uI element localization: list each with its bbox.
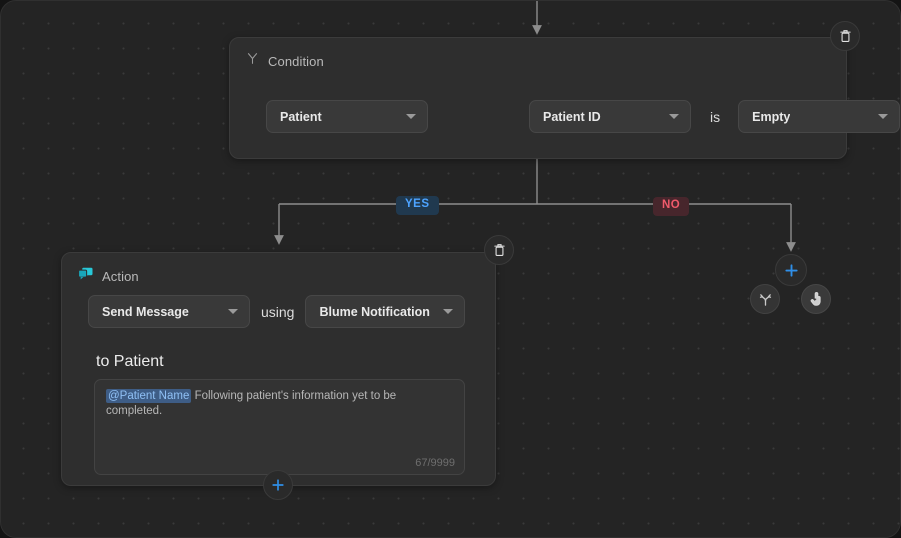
action-node[interactable]: Action Send Message using Blume Notifica…	[61, 252, 496, 486]
action-using-label: using	[261, 303, 295, 320]
chevron-down-icon	[406, 114, 416, 119]
condition-expression-row: Patient Patient ID is Empty	[266, 100, 900, 133]
condition-delete-button[interactable]	[830, 21, 860, 51]
action-type-value: Send Message	[102, 304, 189, 319]
condition-operator-value: Empty	[752, 109, 791, 124]
condition-entity-value: Patient	[280, 109, 322, 124]
branch-icon	[246, 52, 259, 70]
action-delete-button[interactable]	[484, 235, 514, 265]
condition-operator-label: is	[710, 108, 721, 125]
action-add-step-button[interactable]	[263, 470, 293, 500]
chevron-down-icon	[878, 114, 889, 119]
branch-label-yes: YES	[396, 196, 439, 215]
condition-header: Condition	[246, 52, 830, 70]
condition-field-value: Patient ID	[543, 109, 601, 124]
action-header: Action	[78, 267, 479, 286]
no-branch-split-button[interactable]	[750, 284, 780, 314]
message-input[interactable]: @Patient Name Following patient's inform…	[94, 379, 465, 475]
message-char-counter: 67/9999	[415, 457, 455, 469]
condition-operator-select[interactable]: Empty	[738, 100, 900, 133]
action-title: Action	[102, 269, 139, 284]
condition-entity-select[interactable]: Patient	[266, 100, 428, 133]
chevron-down-icon	[228, 309, 238, 314]
condition-field-select[interactable]: Patient ID	[529, 100, 691, 133]
action-channel-select[interactable]: Blume Notification	[305, 295, 466, 328]
condition-node[interactable]: Condition Patient Patient ID is Empty	[229, 37, 900, 159]
message-body: Following patient's information yet to b…	[106, 390, 397, 417]
chevron-down-icon	[669, 114, 679, 119]
chat-bubble-icon	[78, 267, 93, 286]
action-channel-value: Blume Notification	[319, 304, 430, 319]
condition-title: Condition	[268, 53, 324, 69]
action-recipient-label: to Patient	[96, 353, 164, 370]
no-branch-add-button[interactable]	[775, 254, 807, 286]
branch-label-no: NO	[653, 197, 690, 216]
chevron-down-icon	[443, 309, 454, 314]
no-branch-tap-button[interactable]	[801, 284, 831, 314]
message-token: @Patient Name	[106, 389, 192, 403]
action-type-select[interactable]: Send Message	[88, 295, 250, 328]
action-config-row: Send Message using Blume Notification	[88, 295, 466, 328]
